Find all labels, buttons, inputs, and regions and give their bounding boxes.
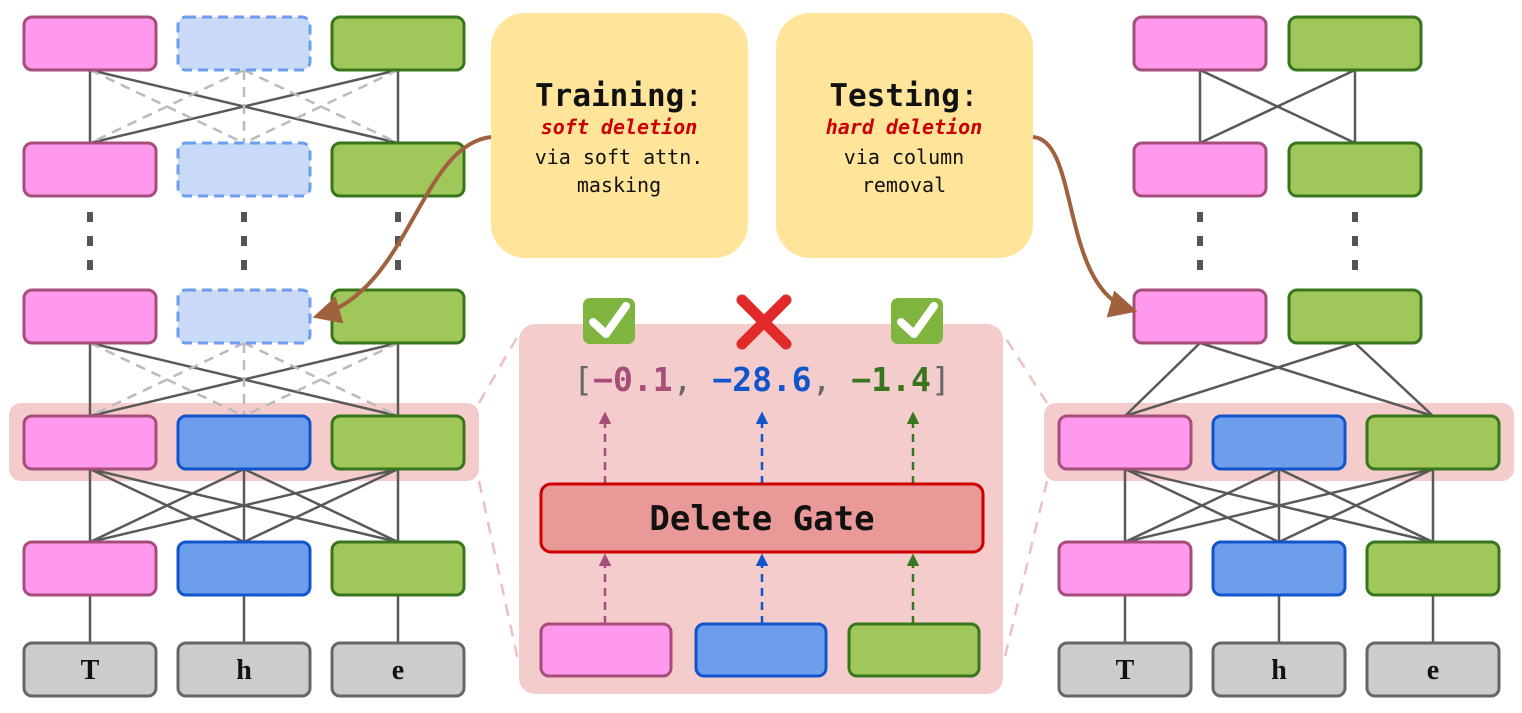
right-token-box [1365, 641, 1501, 698]
right-pink-node [1057, 414, 1193, 471]
right-row-top [1132, 15, 1423, 72]
left-token-box [330, 641, 466, 698]
training-title: Training: [535, 78, 703, 114]
testing-desc-line1: via column [844, 145, 964, 169]
gate-input-green-node [847, 622, 981, 678]
right-row-gate-layer [1057, 414, 1501, 471]
left-network: T h e [9, 15, 479, 698]
right-pink-node [1132, 15, 1268, 72]
gate-input-arrows [598, 553, 920, 624]
right-token-box [1211, 641, 1347, 698]
testing-callout-box [776, 13, 1033, 258]
right-green-node [1287, 288, 1423, 345]
delete-gate-box [539, 482, 985, 554]
left-row-3 [22, 288, 466, 345]
zoom-lines [477, 333, 1049, 666]
gate-value-blue: −28.6 [712, 360, 811, 399]
left-blue-node [176, 414, 312, 471]
left-token-label: e [392, 655, 404, 686]
left-pink-node [22, 288, 158, 345]
testing-title: Testing: [829, 78, 978, 114]
left-soft-deleted-node [176, 288, 312, 345]
gate-status-icons [583, 294, 943, 350]
left-row-bottom [22, 540, 466, 597]
training-desc-line2: masking [577, 173, 661, 197]
left-soft-deleted-node [176, 141, 312, 198]
gate-input-blue-node [694, 622, 828, 678]
left-green-node [330, 15, 466, 72]
left-token-label: T [81, 655, 100, 686]
testing-desc-line2: removal [862, 173, 946, 197]
left-pink-node [22, 141, 158, 198]
left-token-row: T h e [22, 641, 466, 698]
left-token-box [22, 641, 158, 698]
right-blue-node [1211, 414, 1347, 471]
training-desc-line1: via soft attn. [535, 145, 704, 169]
left-row-gate-layer [22, 414, 466, 471]
open-bracket: [ [573, 360, 593, 399]
right-green-node [1365, 414, 1501, 471]
training-method: soft deletion [541, 115, 698, 139]
left-green-node [330, 141, 466, 198]
left-row-top [22, 15, 466, 72]
right-token-box [1057, 641, 1193, 698]
right-green-node [1365, 540, 1501, 597]
left-token-label: h [236, 655, 252, 686]
right-row-3 [1132, 288, 1423, 345]
right-green-node [1287, 141, 1423, 198]
left-pink-node [22, 15, 158, 72]
gate-value-green: −1.4 [851, 360, 930, 399]
check-icon [583, 298, 635, 344]
separator: , [673, 360, 693, 399]
gate-output-arrows [598, 411, 920, 484]
left-dots [87, 212, 401, 270]
testing-arrow [1032, 135, 1138, 318]
right-green-node [1287, 15, 1423, 72]
right-pink-node [1132, 288, 1268, 345]
gate-value-pink: −0.1 [593, 360, 672, 399]
right-token-label: e [1427, 655, 1439, 686]
cross-icon [736, 294, 792, 350]
right-pink-node [1057, 540, 1193, 597]
left-green-node [330, 414, 466, 471]
testing-callout: Testing: hard deletion via column remova… [776, 13, 1033, 258]
left-token-box [176, 641, 312, 698]
training-callout-box [491, 13, 748, 258]
right-blue-node [1211, 540, 1347, 597]
right-dots [1197, 212, 1358, 270]
right-row-bottom [1057, 540, 1501, 597]
left-row-2 [22, 141, 466, 198]
left-pink-node [22, 540, 158, 597]
right-token-label: T [1116, 655, 1135, 686]
gate-input-pink-node [539, 622, 673, 678]
left-pink-node [22, 414, 158, 471]
right-pink-node [1132, 141, 1268, 198]
right-connections [1123, 68, 1435, 643]
left-green-node [330, 540, 466, 597]
testing-method: hard deletion [826, 115, 983, 139]
training-arrow [312, 135, 492, 324]
left-soft-connections [89, 68, 399, 418]
right-network: T h e [1044, 15, 1514, 698]
gate-panel: [−0.1, −28.6, −1.4] Delete Gate [519, 294, 1003, 694]
separator: , [812, 360, 832, 399]
delete-gate-label: Delete Gate [649, 499, 874, 539]
left-soft-deleted-node [176, 15, 312, 72]
training-callout: Training: soft deletion via soft attn. m… [491, 13, 748, 258]
close-bracket: ] [931, 360, 951, 399]
right-row-2 [1132, 141, 1423, 198]
right-token-label: h [1271, 655, 1287, 686]
check-icon [891, 298, 943, 344]
right-token-row: T h e [1057, 641, 1501, 698]
gate-values-row: [−0.1, −28.6, −1.4] [573, 360, 951, 399]
left-blue-node [176, 540, 312, 597]
